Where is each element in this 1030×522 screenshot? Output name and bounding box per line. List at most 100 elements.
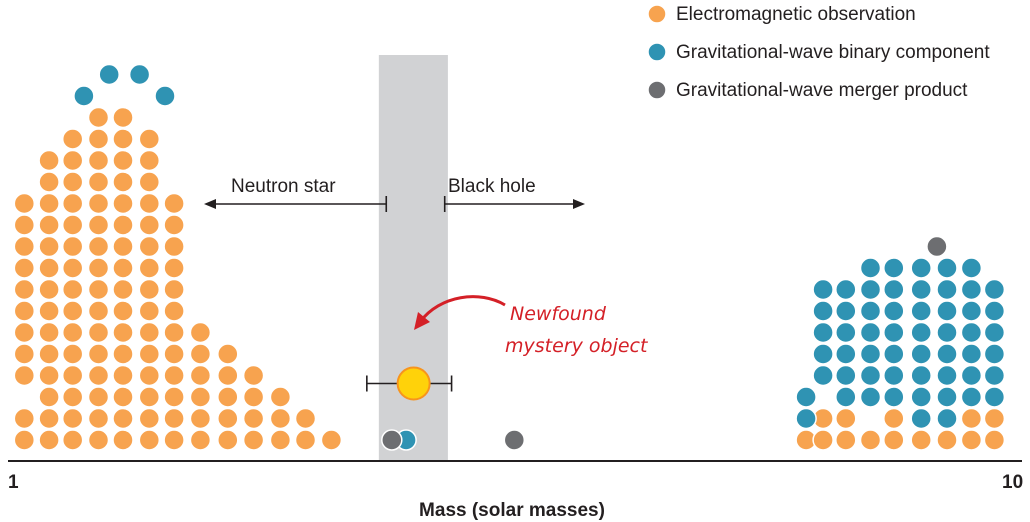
em-point [138, 278, 161, 301]
em-point [13, 429, 36, 451]
em-point [910, 429, 932, 451]
gw-binary-point [936, 407, 958, 430]
em-point [138, 235, 161, 258]
gw-binary-point [960, 343, 983, 365]
x-tick-label-min: 1 [8, 472, 19, 493]
gw-binary-point [812, 300, 834, 322]
em-point [87, 278, 110, 301]
em-point [38, 149, 60, 172]
gw-binary-point [859, 300, 882, 322]
annotation-arrow [418, 295, 506, 323]
em-point [189, 429, 212, 451]
em-point [138, 257, 161, 279]
em-point [38, 364, 60, 387]
em-point [38, 407, 60, 430]
gw-merger-point [503, 429, 526, 451]
em-point [61, 192, 84, 215]
gw-binary-point [983, 278, 1006, 301]
gw-binary-point [960, 386, 983, 408]
em-point [269, 429, 292, 451]
em-point [38, 214, 60, 236]
black-hole-label: Black hole [448, 176, 536, 197]
em-point [138, 214, 161, 236]
em-point [242, 364, 265, 387]
em-point [294, 429, 317, 451]
gw-binary-point [812, 278, 834, 301]
em-point [61, 407, 84, 430]
em-point [112, 171, 134, 193]
em-point [87, 149, 110, 172]
em-point [320, 429, 343, 451]
em-point [189, 343, 212, 365]
gw-binary-point [812, 321, 834, 344]
em-point [983, 407, 1006, 430]
em-point [163, 364, 185, 387]
em-point [87, 171, 110, 193]
em-point [13, 214, 36, 236]
gw-merger-point [926, 235, 948, 258]
gw-merger-point [381, 429, 403, 451]
mystery-object-point [396, 366, 431, 401]
gw-binary-point [883, 343, 905, 365]
annotation-arrowhead [414, 312, 430, 330]
legend-marker-gw-merger [647, 80, 667, 100]
x-axis: 1 10 Mass (solar masses) [8, 460, 1023, 521]
em-point [960, 407, 983, 430]
gw-binary-point [835, 278, 857, 301]
gw-binary-point [910, 278, 932, 301]
gw-binary-point [795, 386, 817, 408]
em-point [13, 407, 36, 430]
gw-binary-point [936, 278, 958, 301]
mystery-object-group [366, 366, 453, 401]
em-point [138, 343, 161, 365]
em-point [112, 343, 134, 365]
em-point [61, 321, 84, 344]
em-point [112, 429, 134, 451]
x-axis-label: Mass (solar masses) [419, 500, 605, 521]
em-point [835, 407, 857, 430]
gw-binary-point [859, 364, 882, 387]
em-point [269, 407, 292, 430]
em-point [13, 235, 36, 258]
em-point [38, 235, 60, 258]
annotation-line-1: Newfound [510, 303, 607, 325]
em-point [13, 192, 36, 215]
region-arrows [204, 196, 585, 212]
em-point [13, 321, 36, 344]
legend-marker-gw-binary [647, 42, 667, 62]
gw-binary-point [812, 343, 834, 365]
gw-binary-point [835, 364, 857, 387]
em-point [189, 364, 212, 387]
em-point [13, 257, 36, 279]
gw-binary-point [960, 300, 983, 322]
gw-binary-point [859, 321, 882, 344]
em-point [112, 106, 134, 129]
em-point [269, 386, 292, 408]
gw-binary-point [960, 257, 983, 279]
em-point [13, 300, 36, 322]
legend-label-em: Electromagnetic observation [676, 4, 916, 25]
annotation-line-2: mystery object [505, 335, 649, 357]
em-point [217, 429, 239, 451]
em-point [138, 321, 161, 344]
em-point [112, 386, 134, 408]
gw-binary-point [910, 364, 932, 387]
em-point [87, 343, 110, 365]
em-point [812, 429, 834, 451]
gw-binary-point [883, 278, 905, 301]
em-point [87, 429, 110, 451]
gw-binary-point [98, 63, 120, 86]
em-point [87, 192, 110, 215]
gw-binary-point [795, 407, 817, 430]
gw-binary-point [859, 257, 882, 279]
gw-binary-point [835, 386, 857, 408]
em-point [87, 235, 110, 258]
em-point [87, 300, 110, 322]
em-point [883, 407, 905, 430]
legend-label-gw-binary: Gravitational-wave binary component [676, 42, 990, 63]
em-point [13, 343, 36, 365]
gw-binary-point [859, 386, 882, 408]
em-point [61, 235, 84, 258]
em-point [983, 429, 1006, 451]
